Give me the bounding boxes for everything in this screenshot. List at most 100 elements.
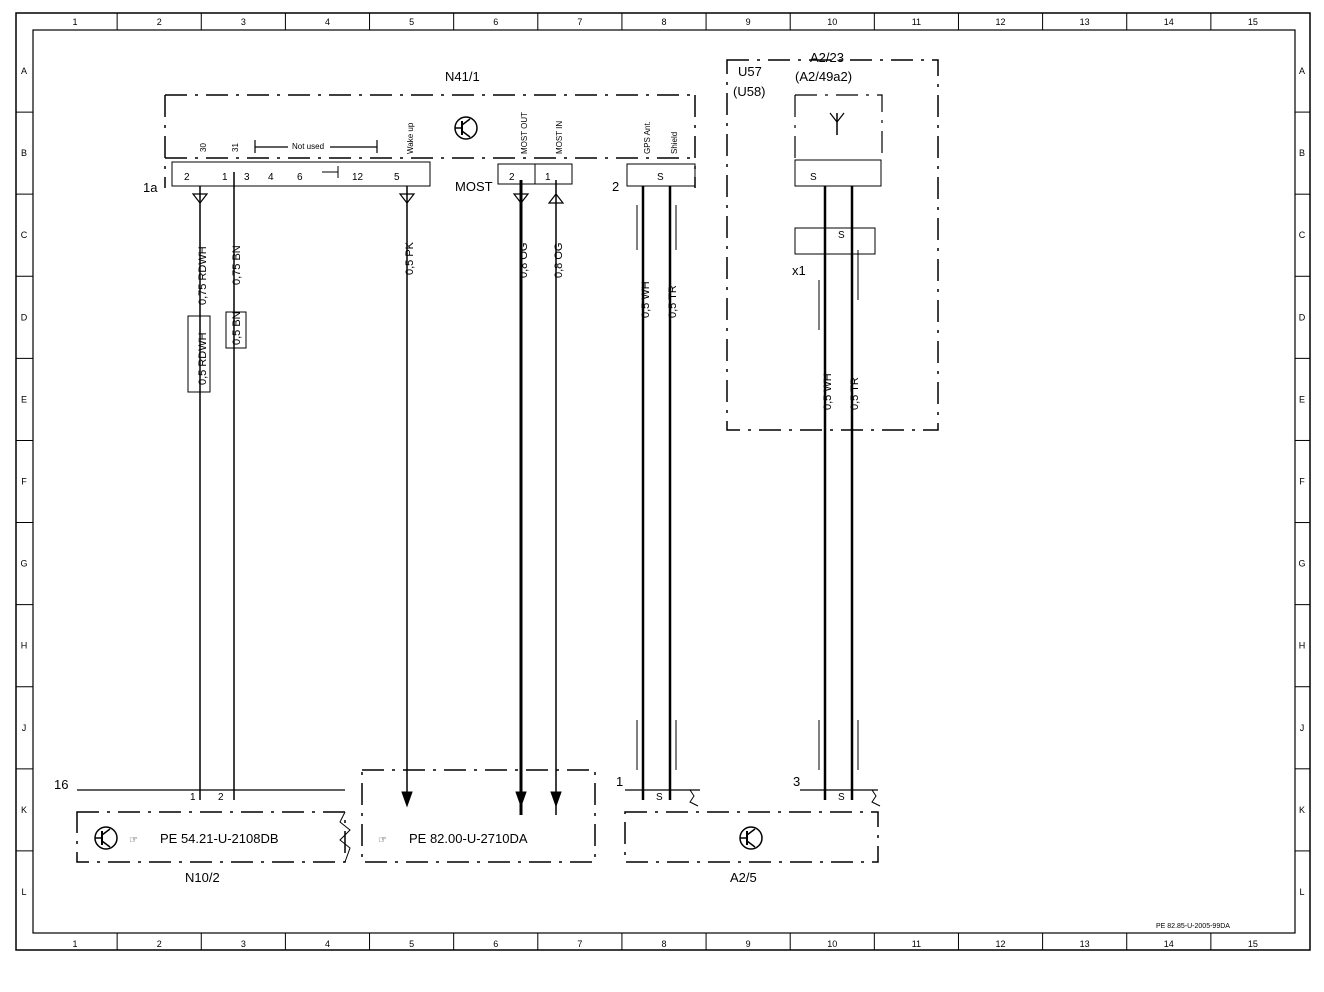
grid-column-labels: 1122334455667788991010111112121313141415… xyxy=(73,13,1258,950)
a2-5-label: A2/5 xyxy=(730,870,757,885)
signal-31: 31 xyxy=(231,143,240,152)
grid-col-7-bottom: 7 xyxy=(577,939,582,949)
n41-1-module: N41/1 1a MOST 2 2 1 3 4 6 12 5 2 1 S xyxy=(143,69,696,195)
most-pin-1: 1 xyxy=(545,172,551,183)
grid-row-J-left: J xyxy=(22,723,27,733)
grid-col-5-bottom: 5 xyxy=(409,939,414,949)
grid-col-6-top: 6 xyxy=(493,17,498,27)
u57-a2-23-module: U57 (U58) A2/23 (A2/49a2) S x1 S xyxy=(726,50,939,431)
a2-23-label: A2/23 xyxy=(810,50,844,65)
grid-col-4-bottom: 4 xyxy=(325,939,330,949)
grid-row-J-right: J xyxy=(1300,723,1305,733)
x1-label: x1 xyxy=(792,263,806,278)
wire-label-pk: 0,5 PK xyxy=(404,241,416,275)
grid-col-8-top: 8 xyxy=(661,17,666,27)
grid-col-10-bottom: 10 xyxy=(827,939,837,949)
grid-col-1-top: 1 xyxy=(73,17,78,27)
signal-wake-up: Wake up xyxy=(406,122,415,154)
grid-row-E-right: E xyxy=(1299,394,1305,404)
pin-6: 6 xyxy=(297,172,303,183)
grid-col-9-top: 9 xyxy=(746,17,751,27)
grid-col-14-bottom: 14 xyxy=(1164,939,1174,949)
outer-frame xyxy=(15,12,1311,951)
wire-label-wh-left: 0,5 WH xyxy=(640,281,652,318)
grid-row-D-right: D xyxy=(1299,312,1306,322)
most-reference-module: ☞ PE 82.00-U-2710DA xyxy=(361,769,596,863)
grid-row-C-right: C xyxy=(1299,230,1306,240)
grid-row-H-right: H xyxy=(1299,641,1306,651)
wire-label-og-out: 0,8 OG xyxy=(518,243,530,278)
grid-col-6-bottom: 6 xyxy=(493,939,498,949)
grid-col-10-top: 10 xyxy=(827,17,837,27)
wire-label-rdwh-05: 0,5 RDWH xyxy=(197,332,209,385)
signal-shield: Shield xyxy=(670,132,679,154)
grid-row-B-left: B xyxy=(21,148,27,158)
shield-pin-s: S xyxy=(657,172,664,183)
grid-col-5-top: 5 xyxy=(409,17,414,27)
document-id: PE 82.85-U-2005-99DA xyxy=(1156,923,1230,930)
pin-2: 2 xyxy=(184,172,190,183)
grid-col-2-bottom: 2 xyxy=(157,939,162,949)
grid-col-15-top: 15 xyxy=(1248,17,1258,27)
not-used-label: Not used xyxy=(292,142,324,151)
grid-col-1-bottom: 1 xyxy=(73,939,78,949)
grid-col-9-bottom: 9 xyxy=(746,939,751,949)
pin-5: 5 xyxy=(394,172,400,183)
grid-col-2-top: 2 xyxy=(157,17,162,27)
a2-5-connector-1: 1 xyxy=(616,774,623,789)
most-pin-2: 2 xyxy=(509,172,515,183)
grid-row-C-left: C xyxy=(21,230,28,240)
grid-row-G-right: G xyxy=(1298,559,1305,569)
grid-row-F-left: F xyxy=(21,477,27,487)
grid-col-12-bottom: 12 xyxy=(996,939,1006,949)
grid-col-15-bottom: 15 xyxy=(1248,939,1258,949)
n10-2-reference[interactable]: PE 54.21-U-2108DB xyxy=(160,831,279,846)
n10-2-label: N10/2 xyxy=(185,870,220,885)
grid-row-K-right: K xyxy=(1299,805,1305,815)
pointing-hand-icon: ☞ xyxy=(129,835,138,846)
n10-2-connector-16: 16 xyxy=(54,777,68,792)
pin-3: 3 xyxy=(244,172,250,183)
wire-label-wh-right: 0,5 WH xyxy=(822,373,834,410)
pin-12: 12 xyxy=(352,172,364,183)
grid-row-E-left: E xyxy=(21,394,27,404)
grid-col-11-bottom: 11 xyxy=(912,939,921,949)
connector-2-label: 2 xyxy=(612,179,619,194)
pin-4: 4 xyxy=(268,172,274,183)
n41-1-label: N41/1 xyxy=(445,69,480,84)
u58-label: (U58) xyxy=(733,84,766,99)
wire-label-og-in: 0,8 OG xyxy=(553,243,565,278)
grid-col-7-top: 7 xyxy=(577,17,582,27)
signal-most-in: MOST IN xyxy=(555,121,564,154)
wire-label-tr-left: 0,5 TR xyxy=(667,285,679,318)
signal-most-out: MOST OUT xyxy=(520,112,529,154)
wire-label-rdwh-075: 0,75 RDWH xyxy=(197,246,209,305)
wire-label-tr-right: 0,5 TR xyxy=(849,377,861,410)
most-reference[interactable]: PE 82.00-U-2710DA xyxy=(409,831,528,846)
grid-col-12-top: 12 xyxy=(996,17,1006,27)
n10-2-pin-1: 1 xyxy=(190,792,196,803)
pointing-hand-icon: ☞ xyxy=(378,835,387,846)
grid-row-A-left: A xyxy=(21,66,27,76)
n10-2-pin-2: 2 xyxy=(218,792,224,803)
grid-col-13-bottom: 13 xyxy=(1080,939,1090,949)
a2-5-pin-s-left: S xyxy=(656,792,663,803)
wire-label-bn-075: 0,75 BN xyxy=(231,245,243,285)
grid-row-L-right: L xyxy=(1299,887,1304,897)
wire-label-bn-05: 0,5 BN xyxy=(231,311,243,345)
transistor-icon xyxy=(739,826,763,850)
grid-col-4-top: 4 xyxy=(325,17,330,27)
grid-row-H-left: H xyxy=(21,641,28,651)
n10-2-module: 16 1 2 ☞ PE 54.21-U-2108DB N10/2 xyxy=(54,777,351,885)
grid-row-A-right: A xyxy=(1299,66,1305,76)
most-label: MOST xyxy=(455,179,493,194)
a2-23-pin-s: S xyxy=(810,172,817,183)
grid-col-11-top: 11 xyxy=(912,17,921,27)
a2-5-pin-s-right: S xyxy=(838,792,845,803)
shield-connector-box xyxy=(626,163,696,187)
transistor-icon xyxy=(94,826,118,850)
grid-col-8-bottom: 8 xyxy=(661,939,666,949)
grid-row-K-left: K xyxy=(21,805,27,815)
grid-row-G-left: G xyxy=(20,559,27,569)
